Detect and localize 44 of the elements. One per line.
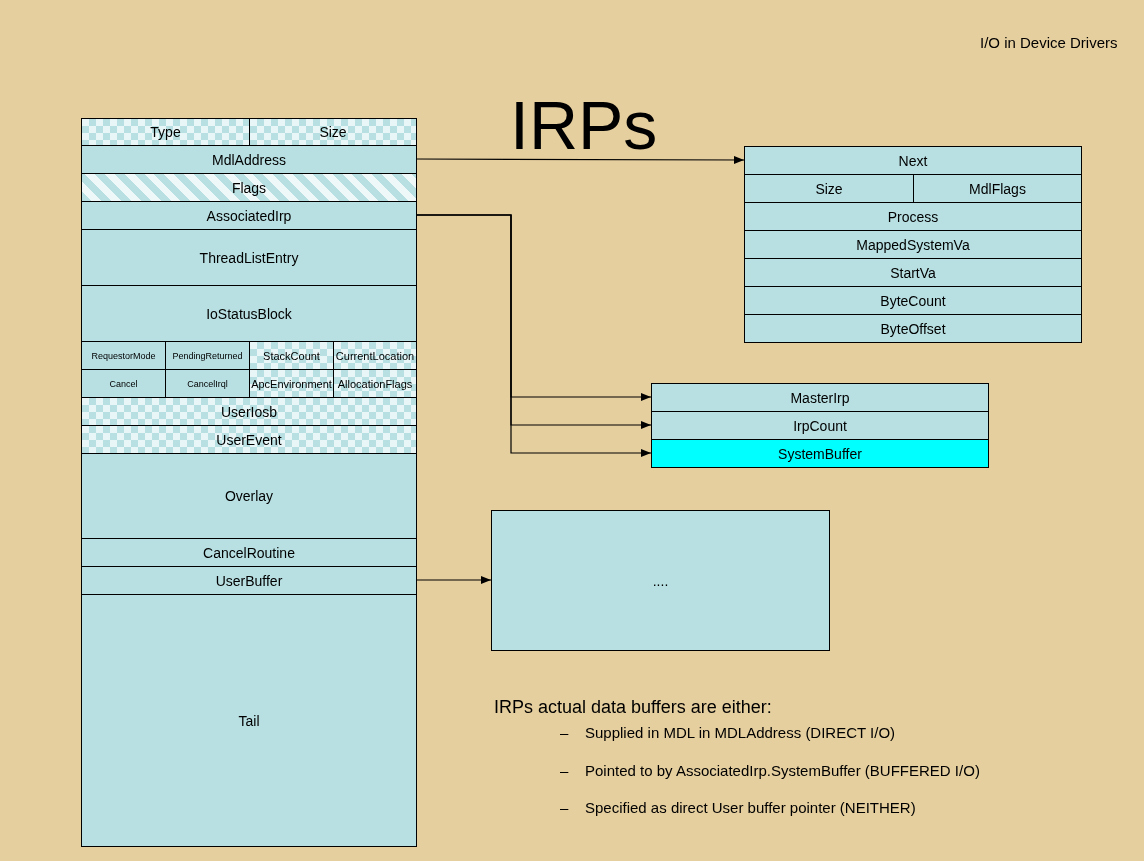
struct-field: MdlAddress: [81, 145, 417, 174]
struct-field: ByteCount: [744, 286, 1082, 315]
struct-field: CancelRoutine: [81, 538, 417, 567]
struct-field: ThreadListEntry: [81, 229, 417, 286]
arrow: [415, 155, 745, 164]
struct-field: MdlFlags: [913, 174, 1082, 203]
struct-field: UserBuffer: [81, 566, 417, 595]
struct-field: ByteOffset: [744, 314, 1082, 343]
struct-field: Tail: [81, 594, 417, 847]
buffer-box: ....: [491, 510, 830, 651]
struct-field: AllocationFlags: [333, 369, 417, 398]
struct-field: PendingReturned: [165, 341, 250, 370]
struct-field: Process: [744, 202, 1082, 231]
struct-field: Next: [744, 146, 1082, 175]
struct-field: AssociatedIrp: [81, 201, 417, 230]
bullet-text: Specified as direct User buffer pointer (NEITHER): [585, 799, 916, 816]
struct-field: Cancel: [81, 369, 166, 398]
bullet-dash: –: [560, 724, 569, 741]
struct-field: MappedSystemVa: [744, 230, 1082, 259]
title: IRPs: [510, 86, 658, 164]
intro-text: IRPs actual data buffers are either:: [494, 697, 772, 718]
arrow: [415, 576, 492, 584]
struct-field: SystemBuffer: [651, 439, 989, 468]
struct-field: ApcEnvironment: [249, 369, 334, 398]
struct-field: Overlay: [81, 453, 417, 539]
struct-field: StackCount: [249, 341, 334, 370]
struct-field: UserIosb: [81, 397, 417, 426]
struct-field: MasterIrp: [651, 383, 989, 412]
struct-field: RequestorMode: [81, 341, 166, 370]
struct-field: Size: [744, 174, 914, 203]
struct-field: CurrentLocation: [333, 341, 417, 370]
struct-field: Size: [249, 118, 417, 146]
struct-field: CancelIrql: [165, 369, 250, 398]
struct-field: IrpCount: [651, 411, 989, 440]
struct-field: StartVa: [744, 258, 1082, 287]
bullet-dash: –: [560, 799, 569, 816]
bullet-dash: –: [560, 762, 569, 779]
bullet-text: Pointed to by AssociatedIrp.SystemBuffer (BUFFERED I/O): [585, 762, 980, 779]
header-text: I/O in Device Drivers: [980, 34, 1118, 51]
struct-field: Type: [81, 118, 250, 146]
struct-field: Flags: [81, 173, 417, 202]
bullet-text: Supplied in MDL in MDLAddress (DIRECT I/O): [585, 724, 896, 741]
struct-field: IoStatusBlock: [81, 285, 417, 342]
struct-field: UserEvent: [81, 425, 417, 454]
